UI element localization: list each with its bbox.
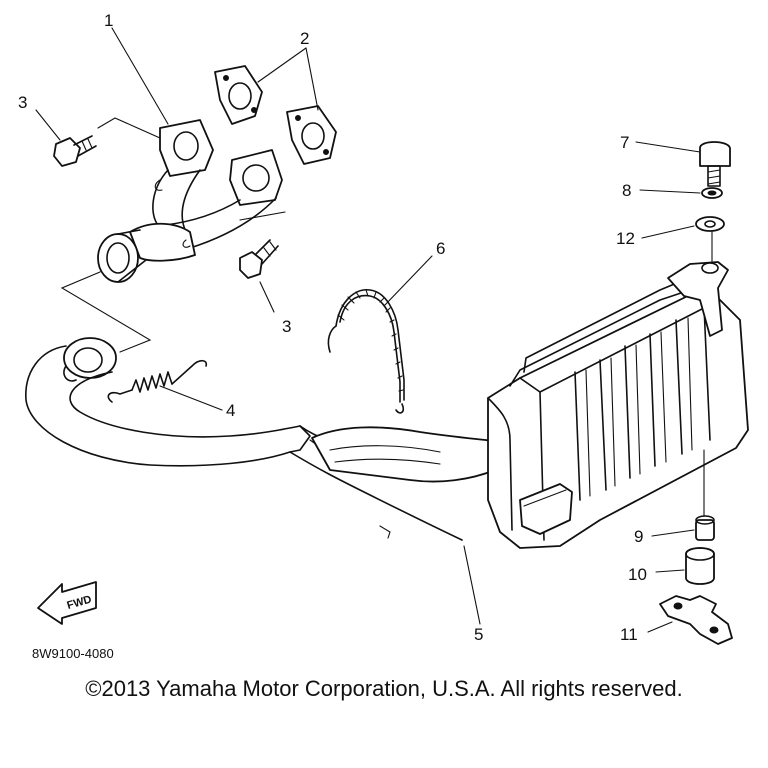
exhaust-pipe-part-1[interactable]	[97, 119, 283, 283]
leader-2a	[257, 47, 307, 83]
leader-3a	[35, 109, 61, 141]
bolt-part-7[interactable]	[699, 141, 731, 187]
gasket-part-2[interactable]	[214, 65, 337, 165]
copyright-notice: ©2013 Yamaha Motor Corporation, U.S.A. A…	[85, 676, 683, 701]
leader-4	[159, 385, 223, 411]
link-line-3	[97, 117, 161, 139]
diagram-code: 8W9100-4080	[32, 646, 114, 661]
fwd-arrow-icon: FWD	[37, 581, 97, 625]
bracket-part-12[interactable]	[659, 595, 733, 645]
callout-7: 7	[620, 133, 629, 152]
bolt-part-3-lower[interactable]	[239, 239, 279, 279]
callout-1: 1	[104, 11, 113, 30]
callout-3-upper: 3	[18, 93, 27, 112]
callout-11: 12	[616, 229, 635, 248]
connection-line	[60, 271, 152, 353]
spring-part-6[interactable]	[327, 289, 405, 414]
callout-10: 10	[628, 565, 647, 584]
leader-3b	[259, 281, 275, 313]
leader-5	[463, 545, 481, 625]
leader-11	[641, 225, 695, 239]
leader-1	[111, 27, 169, 125]
grommet-part-10[interactable]	[685, 547, 715, 585]
callout-12: 11	[620, 625, 638, 644]
leader-7	[635, 141, 701, 153]
callout-5: 5	[474, 625, 483, 644]
collar-part-9[interactable]	[695, 515, 715, 541]
callout-6: 6	[436, 239, 445, 258]
washer-part-8[interactable]	[701, 187, 723, 199]
callout-2: 2	[300, 29, 309, 48]
leader-6	[383, 255, 433, 307]
callout-4: 4	[226, 401, 235, 420]
bolt-part-3-upper[interactable]	[53, 135, 97, 167]
callout-9: 9	[634, 527, 643, 546]
leader-8	[639, 189, 701, 194]
muffler-part-5[interactable]	[25, 261, 749, 549]
callout-8: 8	[622, 181, 631, 200]
spring-part-4[interactable]	[107, 359, 208, 403]
callout-3-lower: 3	[282, 317, 291, 336]
washer-part-11[interactable]	[695, 216, 725, 232]
leader-2b	[305, 47, 319, 111]
connection-line-2	[239, 211, 286, 221]
leader-12	[647, 621, 673, 633]
leader-10	[655, 569, 685, 573]
leader-9	[651, 529, 695, 537]
